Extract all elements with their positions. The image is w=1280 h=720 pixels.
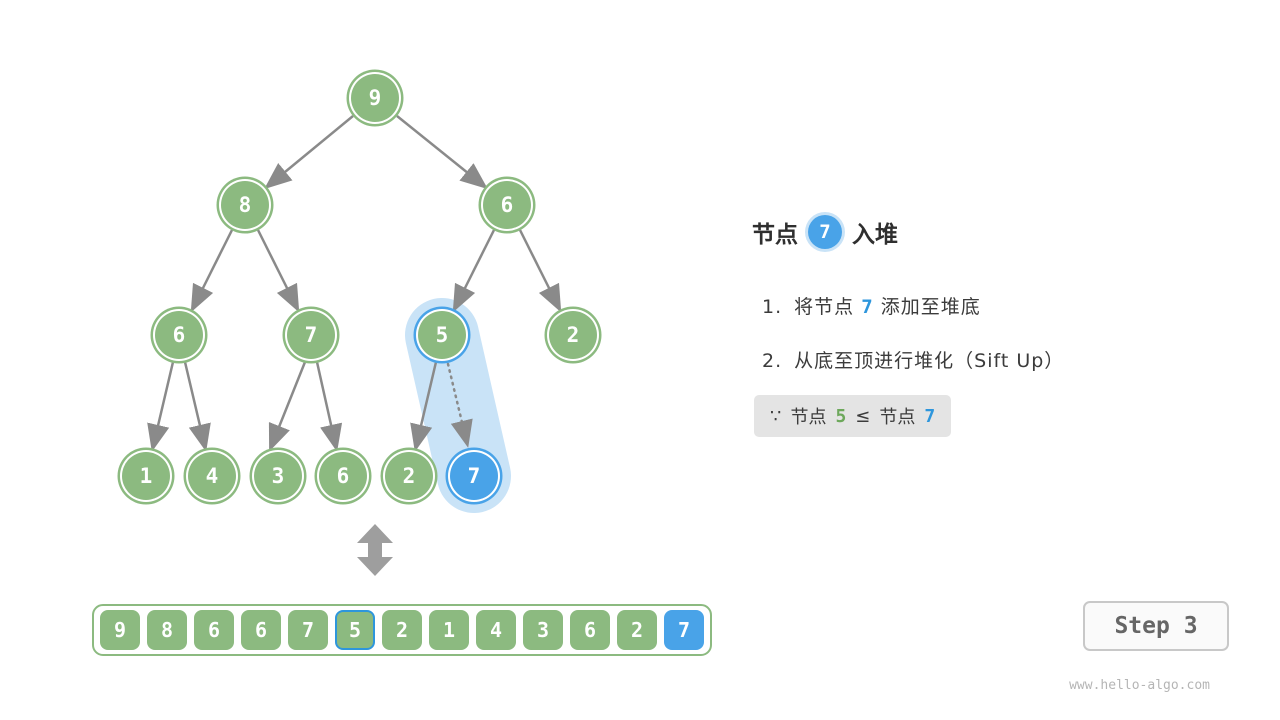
tree-node: 6 bbox=[483, 181, 531, 229]
panel-title: 节点 7 入堆 bbox=[752, 211, 898, 253]
tree-node: 7 bbox=[287, 311, 335, 359]
array-cell-inserted: 7 bbox=[664, 610, 704, 650]
because-symbol: ∵ bbox=[770, 405, 782, 427]
tree-edge bbox=[396, 115, 488, 190]
step-badge: Step 3 bbox=[1083, 601, 1229, 651]
tree-edge bbox=[315, 361, 343, 452]
tree-node: 6 bbox=[319, 452, 367, 500]
tree-node: 3 bbox=[254, 452, 302, 500]
array-cell: 6 bbox=[194, 610, 234, 650]
tree-node-inserted: 7 bbox=[450, 452, 498, 500]
tree-node: 6 bbox=[155, 311, 203, 359]
array-cell: 4 bbox=[476, 610, 516, 650]
note-text: 节点 bbox=[790, 407, 827, 428]
step-text: 从底至顶进行堆化（Sift Up） bbox=[794, 350, 1065, 372]
tree-edge bbox=[256, 229, 300, 313]
tree-edge bbox=[190, 229, 234, 313]
array-cell: 6 bbox=[241, 610, 281, 650]
tree-edge bbox=[410, 361, 438, 452]
tree-array-equivalence-arrow bbox=[357, 524, 393, 576]
array-cell: 8 bbox=[147, 610, 187, 650]
tree-edge bbox=[183, 361, 211, 452]
tree-node: 2 bbox=[549, 311, 597, 359]
heap-array: 9 8 6 6 7 5 2 1 4 3 6 2 7 bbox=[92, 604, 712, 656]
step-highlight-value: 7 bbox=[861, 296, 874, 318]
panel-title-prefix: 节点 bbox=[752, 222, 798, 248]
step-text: 添加至堆底 bbox=[880, 296, 981, 318]
note-text: 节点 bbox=[879, 407, 916, 428]
step-text: 将节点 bbox=[794, 296, 855, 318]
panel-title-suffix: 入堆 bbox=[852, 222, 898, 248]
tree-node: 2 bbox=[385, 452, 433, 500]
array-cell: 1 bbox=[429, 610, 469, 650]
array-cell-compare-parent: 5 bbox=[335, 610, 375, 650]
sift-up-dotted-edge bbox=[446, 362, 473, 448]
tree-node: 8 bbox=[221, 181, 269, 229]
array-cell: 9 bbox=[100, 610, 140, 650]
comparison-note: ∵ 节点 5 ≤ 节点 7 bbox=[754, 395, 952, 437]
tree-edge bbox=[268, 361, 307, 452]
watermark: www.hello-algo.com bbox=[1069, 678, 1210, 693]
array-cell: 6 bbox=[570, 610, 610, 650]
tree-node: 1 bbox=[122, 452, 170, 500]
step-number: 1. bbox=[762, 296, 783, 318]
instruction-step-2: 2. 从底至顶进行堆化（Sift Up） bbox=[762, 346, 1064, 373]
tree-edges bbox=[147, 115, 562, 452]
array-cell: 7 bbox=[288, 610, 328, 650]
step-number: 2. bbox=[762, 350, 783, 372]
tree-node-compare-parent: 5 bbox=[418, 311, 466, 359]
note-operator: ≤ bbox=[855, 405, 871, 427]
instruction-step-1: 1. 将节点 7 添加至堆底 bbox=[762, 292, 981, 319]
tree-edge bbox=[452, 229, 496, 313]
tree-edge bbox=[264, 115, 354, 190]
note-value-blue: 7 bbox=[924, 405, 936, 427]
tree-edge bbox=[518, 229, 562, 313]
array-cell: 3 bbox=[523, 610, 563, 650]
tree-node: 4 bbox=[188, 452, 236, 500]
tree-edge bbox=[147, 361, 175, 452]
tree-node-root: 9 bbox=[351, 74, 399, 122]
array-cell: 2 bbox=[617, 610, 657, 650]
note-value-green: 5 bbox=[835, 405, 847, 427]
array-cell: 2 bbox=[382, 610, 422, 650]
inserted-node-badge: 7 bbox=[808, 215, 842, 249]
